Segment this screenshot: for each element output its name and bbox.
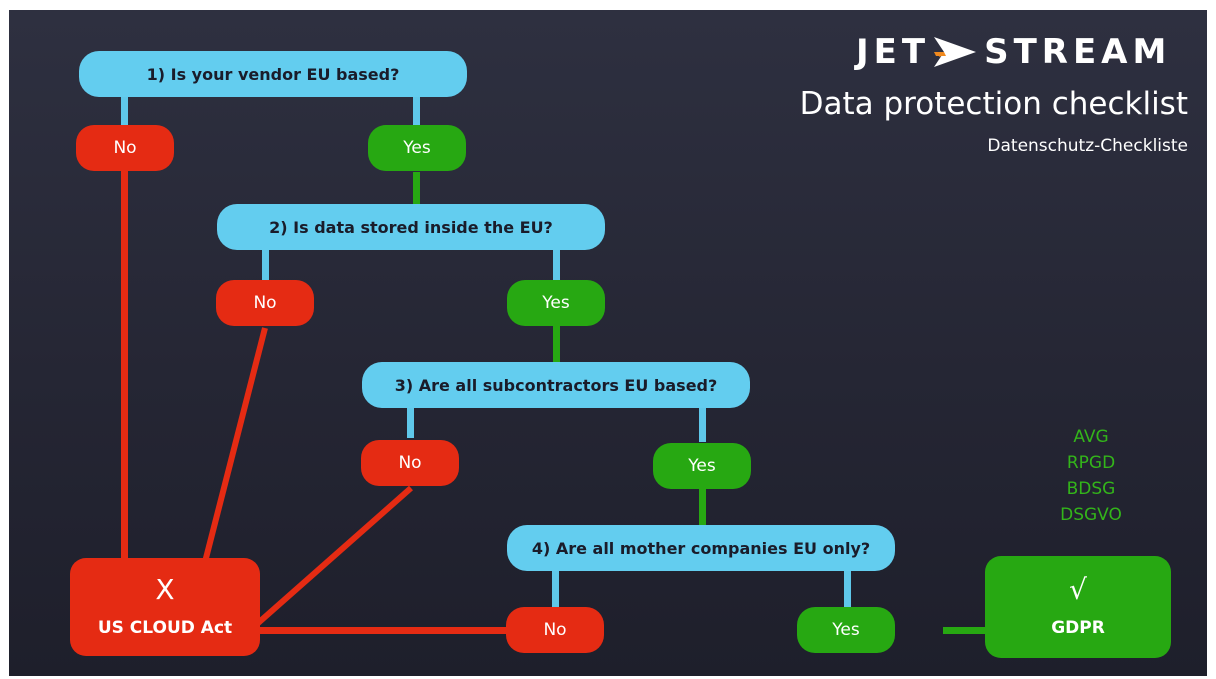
jetstream-logo: JET STREAM <box>856 32 1171 72</box>
equivalent-laws-list: AVG RPGD BDSG DSGVO <box>1029 424 1153 528</box>
connector-q1-yes <box>413 97 420 127</box>
connector-no1-to-cloudact <box>121 170 128 560</box>
connector-q3-yes <box>699 408 706 442</box>
answer-no-2: No <box>216 280 314 326</box>
connector-q4-no <box>552 571 559 607</box>
question-2: 2) Is data stored inside the EU? <box>217 204 605 250</box>
diagonal-connectors <box>202 327 413 627</box>
question-1: 1) Is your vendor EU based? <box>79 51 467 97</box>
page-title: Data protection checklist <box>799 86 1188 122</box>
connector-yes3-to-q4 <box>699 489 706 525</box>
question-4: 4) Are all mother companies EU only? <box>507 525 895 571</box>
logo-word-left: JET <box>856 32 931 72</box>
result-us-cloud-act-label: US CLOUD Act <box>97 618 233 638</box>
connector-no4-to-cloudact <box>257 627 507 634</box>
x-mark-icon: X <box>155 573 175 606</box>
answer-no-3: No <box>361 440 459 486</box>
law-item: RPGD <box>1066 453 1116 473</box>
connector-yes1-to-q2 <box>413 172 420 204</box>
connector-no3-to-cloudact <box>255 485 413 627</box>
connector-q2-yes <box>553 250 560 280</box>
result-us-cloud-act: X US CLOUD Act <box>70 558 260 656</box>
law-item: DSGVO <box>1060 505 1122 525</box>
connector-q2-no <box>262 250 269 280</box>
law-item: BDSG <box>1066 479 1116 499</box>
connector-q4-yes <box>844 571 851 607</box>
flowchart-canvas: 1) Is your vendor EU based? 2) Is data s… <box>9 10 1207 676</box>
connector-q3-no <box>407 408 414 438</box>
connector-yes2-to-q3 <box>553 326 560 362</box>
connector-q1-no <box>121 97 128 127</box>
answer-no-4: No <box>506 607 604 653</box>
check-mark-icon: √ <box>1069 573 1087 606</box>
connector-no2-to-cloudact <box>202 327 268 563</box>
answer-yes-4: Yes <box>797 607 895 653</box>
question-3: 3) Are all subcontractors EU based? <box>362 362 750 408</box>
page-subtitle: Datenschutz-Checkliste <box>987 136 1188 156</box>
connector-yes4-to-gdpr <box>943 627 985 634</box>
logo-word-right: STREAM <box>984 32 1172 72</box>
result-gdpr-label: GDPR <box>1051 618 1105 638</box>
answer-yes-3: Yes <box>653 443 751 489</box>
answer-no-1: No <box>76 125 174 171</box>
answer-yes-1: Yes <box>368 125 466 171</box>
arrow-plane-icon <box>934 37 977 67</box>
answer-yes-2: Yes <box>507 280 605 326</box>
result-gdpr: √ GDPR <box>985 556 1171 658</box>
law-item: AVG <box>1073 427 1109 447</box>
